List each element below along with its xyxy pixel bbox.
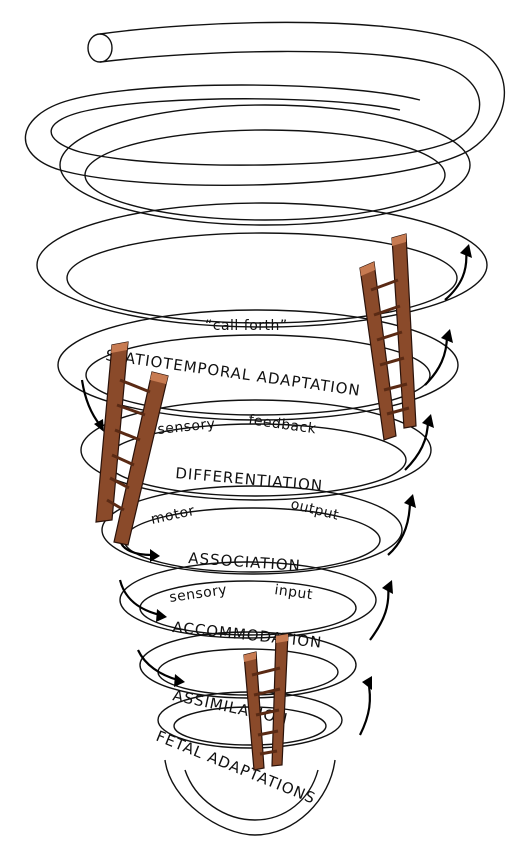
arrow-right-5 [425,335,447,385]
label-sensory-feedback-2: feedback [247,412,317,437]
arrow-head [174,674,185,687]
label-sensory-feedback-1: sensory [157,416,217,438]
tube-end-cap [88,34,112,62]
coil-1-outer [25,22,504,185]
arrow-head [156,609,167,622]
coil-3-outer [37,203,487,327]
coil-1-inner [51,51,479,165]
ring-label-spatiotemporal: SPATIOTEMPORAL ADAPTATION [104,346,361,400]
label-motor-output-2: output [289,496,341,523]
label-motor-output-1: motor [150,503,197,528]
ring-label-association: ASSOCIATION [188,549,302,575]
arrow-right-2 [370,585,388,640]
ladder-bottom-center [244,634,288,770]
ladder-right-top [360,234,416,440]
arrow-right-1 [360,680,370,735]
label-sensory-input-1: sensory [168,582,228,606]
arrow-head [150,549,160,562]
arrow-head [362,676,372,690]
label-call-forth: “call forth” [205,318,288,334]
ring-label-differentiation: DIFFERENTIATION [175,464,324,495]
coil-2-inner [85,130,445,220]
arrow-left-4 [82,380,100,425]
ring-label-fetal: FETAL ADAPTATIONS [154,727,319,808]
arrow-left-3 [138,650,178,680]
ring-label-accommodation: ACCOMMODATION [172,618,324,652]
